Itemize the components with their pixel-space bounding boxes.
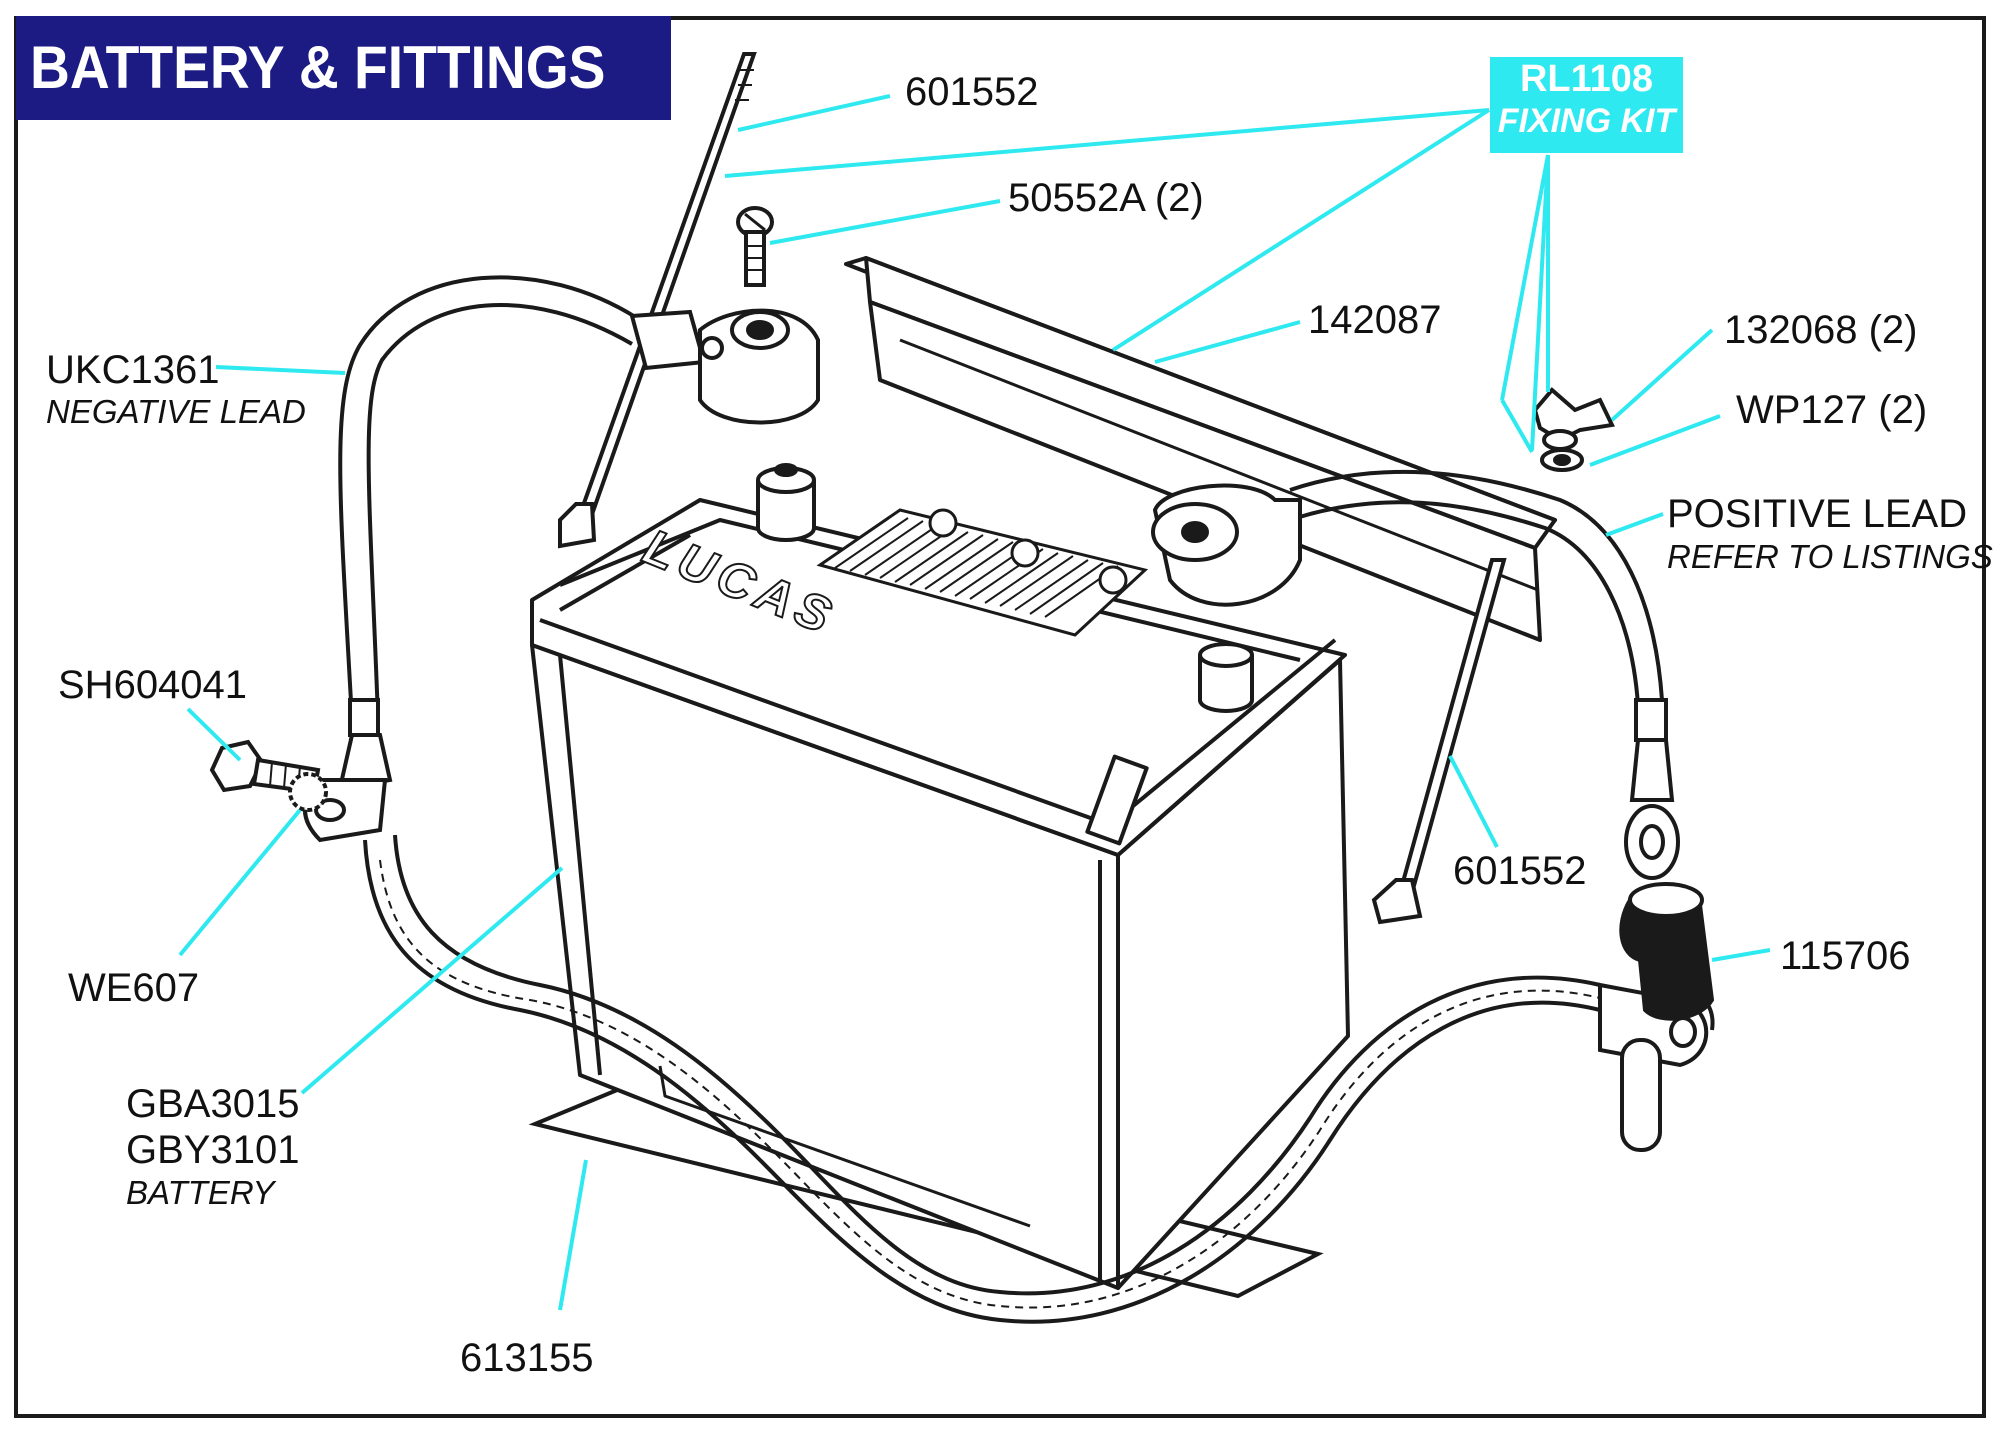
label-gby3101: GBY3101 <box>126 1128 300 1172</box>
label-613155: 613155 <box>460 1336 594 1380</box>
battery-body <box>530 498 1350 1290</box>
wing-nut <box>1532 387 1615 451</box>
label-wp127: WP127 (2) <box>1736 388 1928 432</box>
positive-terminal-post <box>1198 642 1254 713</box>
negative-terminal-post <box>756 463 816 542</box>
label-positive-lead: POSITIVE LEAD <box>1667 492 1968 536</box>
tie-rod-left <box>558 52 757 549</box>
fixing-kit-box <box>1490 57 1683 153</box>
terminal-cover <box>1619 882 1715 1031</box>
label-battery: BATTERY <box>126 1174 275 1211</box>
title-bar <box>16 16 671 120</box>
diagram-title: BATTERY & FITTINGS <box>30 34 606 101</box>
clamp-bar <box>844 256 1557 642</box>
label-refer-to-listings: REFER TO LISTINGS <box>1667 538 1993 575</box>
label-50552a: 50552A (2) <box>1008 176 1204 220</box>
label-132068: 132068 (2) <box>1724 308 1918 352</box>
label-142087: 142087 <box>1308 298 1442 342</box>
tie-rod-right <box>1371 558 1507 925</box>
earth-bolt <box>209 739 328 812</box>
label-gba3015: GBA3015 <box>126 1082 300 1126</box>
label-601552-bottom: 601552 <box>1453 849 1587 893</box>
label-115706: 115706 <box>1780 934 1911 978</box>
fixing-kit-name: FIXING KIT <box>1497 102 1676 140</box>
washer <box>1540 448 1584 472</box>
label-we607: WE607 <box>68 966 200 1010</box>
positive-lead <box>1151 469 1680 880</box>
battery-cell-cover <box>816 508 1149 637</box>
label-negative-lead: NEGATIVE LEAD <box>46 393 306 430</box>
label-ukc1361: UKC1361 <box>46 348 220 392</box>
braided-strap <box>363 834 1709 1324</box>
label-601552-top: 601552 <box>905 70 1039 114</box>
fixing-kit-code: RL1108 <box>1519 58 1654 100</box>
screw-50552a <box>736 206 774 287</box>
diagram-frame <box>14 16 1986 1418</box>
label-sh604041: SH604041 <box>58 663 248 707</box>
leader-lines <box>178 94 1771 1311</box>
